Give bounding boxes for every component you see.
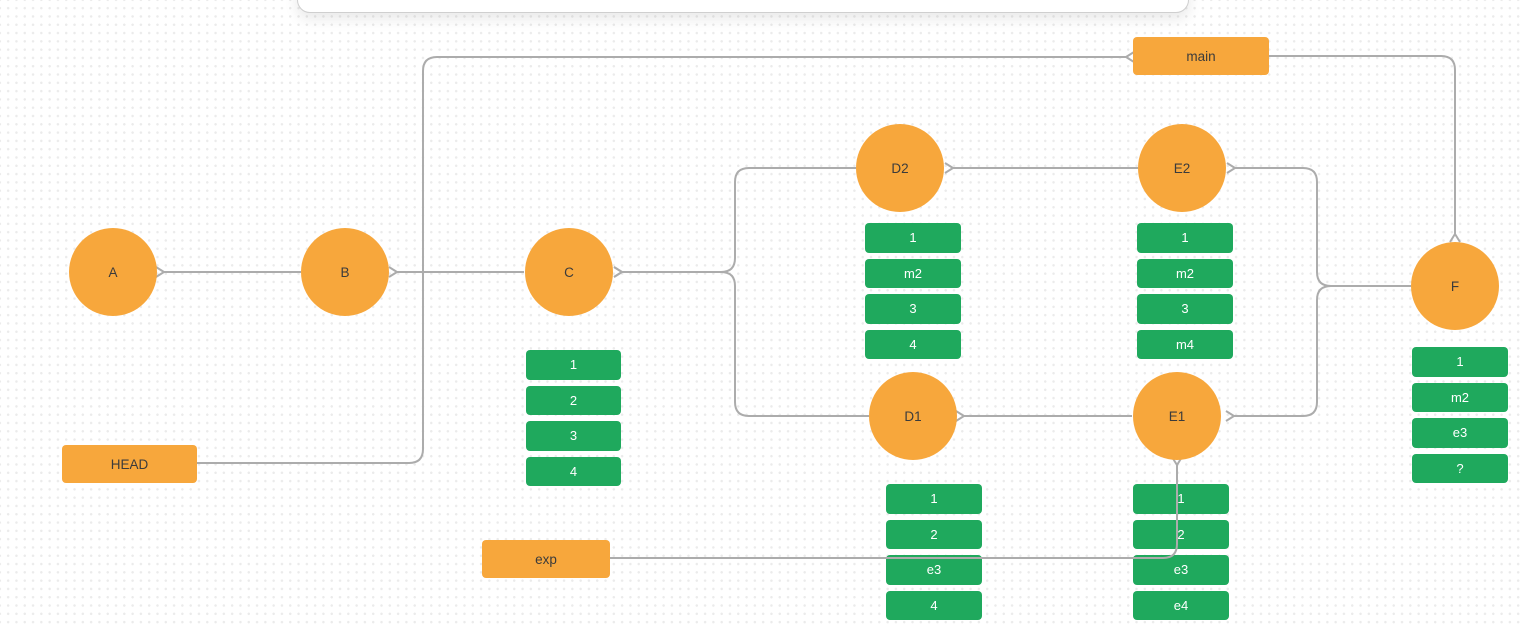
commit-label: E2: [1173, 160, 1191, 176]
file-chip: ?: [1412, 453, 1508, 483]
ref-box-HEAD[interactable]: HEAD: [62, 445, 197, 483]
file-chip: e3: [1412, 418, 1508, 448]
top-panel-edge: [297, 0, 1189, 13]
file-chip: 4: [886, 590, 982, 620]
file-chip: m2: [865, 258, 961, 288]
commit-node-D2[interactable]: D2: [856, 124, 944, 212]
commit-node-C[interactable]: C: [525, 228, 613, 316]
ref-label: main: [1186, 48, 1216, 64]
file-chip: 1: [865, 223, 961, 253]
file-chip: 1: [1412, 347, 1508, 377]
ref-box-exp[interactable]: exp: [482, 540, 610, 578]
file-chip: 2: [1133, 519, 1229, 549]
file-chip: e3: [1133, 555, 1229, 585]
file-chip: 4: [526, 456, 621, 486]
file-chip: m2: [1137, 258, 1233, 288]
file-list-D1: 1 2 e3 4: [886, 484, 982, 620]
commit-label: C: [564, 264, 574, 280]
commit-node-E2[interactable]: E2: [1138, 124, 1226, 212]
commit-node-A[interactable]: A: [69, 228, 157, 316]
file-list-C: 1 2 3 4: [526, 350, 621, 486]
file-list-E1: 1 2 e3 e4: [1133, 484, 1229, 620]
edge-HEAD-to-main: [197, 51, 1135, 464]
ref-label: HEAD: [110, 456, 149, 472]
edge-D1-to-C: [613, 266, 869, 417]
commit-label: D2: [891, 160, 909, 176]
file-chip: 1: [886, 484, 982, 514]
file-chip: 3: [526, 421, 621, 451]
commit-label: E1: [1168, 408, 1186, 424]
file-chip: 2: [886, 519, 982, 549]
commit-node-F[interactable]: F: [1411, 242, 1499, 330]
file-list-E2: 1 m2 3 m4: [1137, 223, 1233, 359]
file-list-F: 1 m2 e3?: [1412, 347, 1508, 483]
file-list-D2: 1 m2 3 4: [865, 223, 961, 359]
commit-label: B: [340, 264, 350, 280]
ref-label: exp: [535, 551, 557, 567]
file-chip: 1: [1133, 484, 1229, 514]
file-chip: 4: [865, 329, 961, 359]
commit-node-D1[interactable]: D1: [869, 372, 957, 460]
edge-F-to-E1: [1225, 285, 1411, 422]
file-chip: m2: [1412, 382, 1508, 412]
file-chip: 3: [1137, 294, 1233, 324]
file-chip: e3: [886, 555, 982, 585]
commit-node-B[interactable]: B: [301, 228, 389, 316]
file-chip: 2: [526, 385, 621, 415]
commit-node-E1[interactable]: E1: [1133, 372, 1221, 460]
ref-box-main[interactable]: main: [1133, 37, 1269, 75]
file-chip: m4: [1137, 329, 1233, 359]
file-chip: e4: [1133, 590, 1229, 620]
file-chip: 1: [1137, 223, 1233, 253]
commit-label: F: [1450, 278, 1460, 294]
edge-exp-to-E1: [610, 456, 1183, 559]
commit-label: A: [108, 264, 118, 280]
edge-main-to-F: [1269, 55, 1461, 243]
edge-F-to-E2: [1226, 162, 1411, 287]
file-chip: 1: [526, 350, 621, 380]
file-chip: 3: [865, 294, 961, 324]
edge-D2-to-C: [613, 167, 856, 278]
commit-label: D1: [904, 408, 922, 424]
